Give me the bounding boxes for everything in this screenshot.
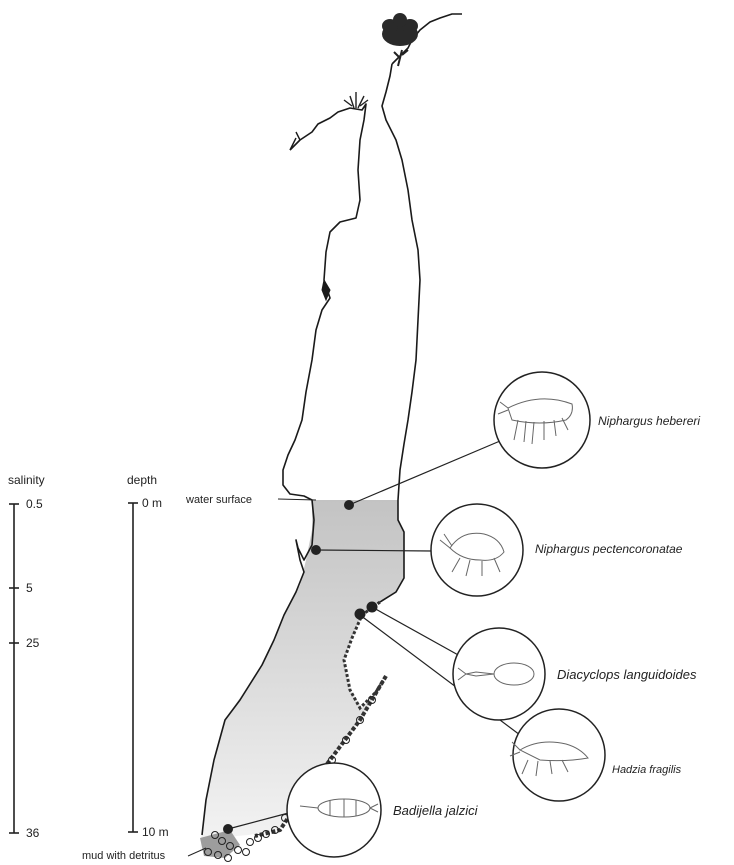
cave-water-body: [200, 500, 404, 850]
sampling-points: [223, 500, 378, 834]
amphipod-icon: [497, 398, 573, 445]
sampling-point: [366, 601, 378, 613]
amphipod-icon: [439, 532, 505, 577]
species-name: Niphargus hebereri: [598, 414, 700, 428]
tree-icon: [382, 13, 418, 67]
mud-pointer: [187, 847, 207, 857]
species-callout-diacyclops-languidoides: Diacyclops languidoides: [452, 627, 697, 721]
stalactite: [321, 278, 331, 302]
species-name: Hadzia fragilis: [612, 764, 682, 776]
mud-label: mud with detritus: [82, 850, 166, 862]
species-callout-niphargus-pectencoronatae: Niphargus pectencoronatae: [430, 503, 683, 597]
cave-ledge: [289, 131, 301, 151]
depth-top-label: 0 m: [142, 496, 162, 510]
copepod-icon: [299, 798, 379, 818]
species-name: Niphargus pectencoronatae: [535, 542, 683, 556]
species-name: Diacyclops languidoides: [557, 667, 697, 682]
sampling-point: [354, 608, 366, 620]
species-callout-hadzia-fragilis: Hadzia fragilis: [509, 708, 682, 802]
depth-bottom-label: 10 m: [142, 825, 169, 839]
salinity-title: salinity: [8, 473, 45, 487]
cave-wall-left: [201, 103, 367, 836]
water-surface-pointer: [277, 498, 317, 501]
depth-title: depth: [127, 473, 157, 487]
species-name: Badijella jalzici: [393, 803, 479, 818]
salinity-tick-label: 25: [26, 636, 40, 650]
copepod-icon: [457, 662, 535, 686]
species-callout-badijella-jalzici: Badijella jalzici: [286, 762, 479, 858]
salinity-tick-label: 5: [26, 581, 33, 595]
salinity-ticks: [9, 503, 19, 834]
species-callout-niphargus-hebereri: Niphargus hebereri: [493, 371, 700, 469]
water-surface-label: water surface: [185, 494, 252, 506]
salinity-tick-label: 0.5: [26, 497, 43, 511]
salinity-tick-label: 36: [26, 826, 40, 840]
sampling-point: [311, 545, 321, 555]
sampling-point: [223, 824, 233, 834]
depth-ticks: [128, 502, 138, 833]
amphipod-icon: [509, 741, 589, 777]
sampling-point: [344, 500, 354, 510]
shrub-icon: [343, 92, 369, 109]
